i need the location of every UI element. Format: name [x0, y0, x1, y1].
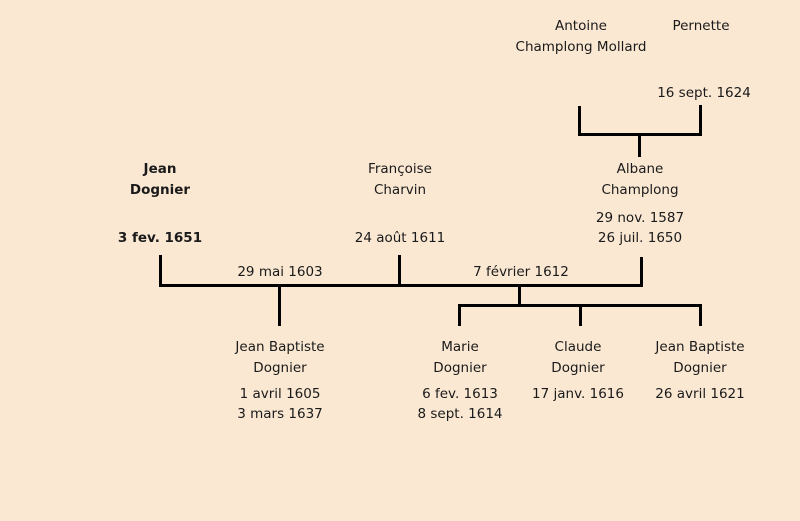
surname: Champlong — [601, 182, 679, 198]
death-date: 8 sept. 1614 — [417, 406, 503, 422]
given-name: Françoise — [368, 161, 432, 177]
birth-date: 29 nov. 1587 — [595, 210, 685, 226]
surname: Dognier — [253, 360, 307, 376]
death-date-francoise-charvin: 24 août 1611 — [354, 230, 446, 246]
given-name: Albane — [616, 161, 664, 177]
person-node-jean-dognier[interactable]: Jean Dognier — [75, 159, 245, 201]
surname: Dognier — [129, 182, 191, 198]
given-name: Antoine — [555, 18, 607, 34]
person-node-antoine[interactable]: Antoine Champlong Mollard — [496, 16, 666, 58]
connector-albane-from-parents-line — [638, 136, 641, 157]
surname: Dognier — [673, 360, 727, 376]
given-name: Jean — [143, 161, 177, 177]
marriage-bar — [159, 284, 643, 287]
person-node-jean-baptiste-dognier-2[interactable]: Jean Baptiste Dognier — [615, 337, 785, 379]
connector-children2-bar — [458, 304, 702, 307]
connector-claude-drop-line — [579, 307, 582, 326]
connector-jean-down-line — [159, 255, 162, 286]
person-node-albane-champlong[interactable]: Albane Champlong — [555, 159, 725, 201]
life-dates-albane-champlong: 29 nov. 1587 26 juil. 1650 — [555, 208, 725, 248]
connector-marie-drop-line — [458, 307, 461, 326]
marriage-date-antoine-pernette: 16 sept. 1624 — [657, 85, 751, 101]
connector-albane-down-line — [640, 257, 643, 286]
connector-francoise-down-line — [398, 255, 401, 286]
life-dates-jean-baptiste-dognier-2: 26 avril 1621 — [615, 384, 785, 404]
person-node-pernette[interactable]: Pernette — [616, 16, 786, 37]
life-dates-claude-dognier: 17 janv. 1616 — [493, 384, 663, 404]
connector-jean-baptiste2-drop-line — [699, 307, 702, 326]
death-date: 26 juil. 1650 — [597, 230, 683, 246]
connector-marriage2-drop-line — [518, 287, 521, 306]
surname: Dognier — [551, 360, 605, 376]
given-name: Jean Baptiste — [235, 339, 325, 355]
given-name: Jean Baptiste — [655, 339, 745, 355]
birth-date: 6 fev. 1613 — [422, 386, 498, 402]
surname: Charvin — [373, 182, 427, 198]
connector-pernette-down-line — [699, 105, 702, 136]
birth-date: 26 avril 1621 — [655, 386, 745, 402]
birth-date: 1 avril 1605 — [239, 386, 321, 402]
surname: Dognier — [433, 360, 487, 376]
person-node-francoise-charvin[interactable]: Françoise Charvin — [315, 159, 485, 201]
surname: Champlong Mollard — [515, 39, 647, 55]
connector-grandparents-bar — [578, 133, 702, 136]
birth-date: 17 janv. 1616 — [532, 386, 624, 402]
life-dates-jean-baptiste-dognier-1: 1 avril 1605 3 mars 1637 — [195, 384, 365, 424]
given-name: Claude — [554, 339, 602, 355]
person-node-marie-dognier[interactable]: Marie Dognier — [375, 337, 545, 379]
marriage-date-jean-albane: 7 février 1612 — [473, 264, 569, 280]
death-date: 3 mars 1637 — [237, 406, 323, 422]
person-node-claude-dognier[interactable]: Claude Dognier — [493, 337, 663, 379]
connector-antoine-down-line — [578, 106, 581, 136]
death-date-jean-dognier: 3 fev. 1651 — [117, 230, 203, 246]
person-node-jean-baptiste-dognier-1[interactable]: Jean Baptiste Dognier — [195, 337, 365, 379]
given-name: Pernette — [672, 18, 730, 34]
life-dates-marie-dognier: 6 fev. 1613 8 sept. 1614 — [375, 384, 545, 424]
marriage-date-jean-francoise: 29 mai 1603 — [237, 264, 323, 280]
given-name: Marie — [441, 339, 479, 355]
connector-child1-drop-line — [278, 287, 281, 326]
